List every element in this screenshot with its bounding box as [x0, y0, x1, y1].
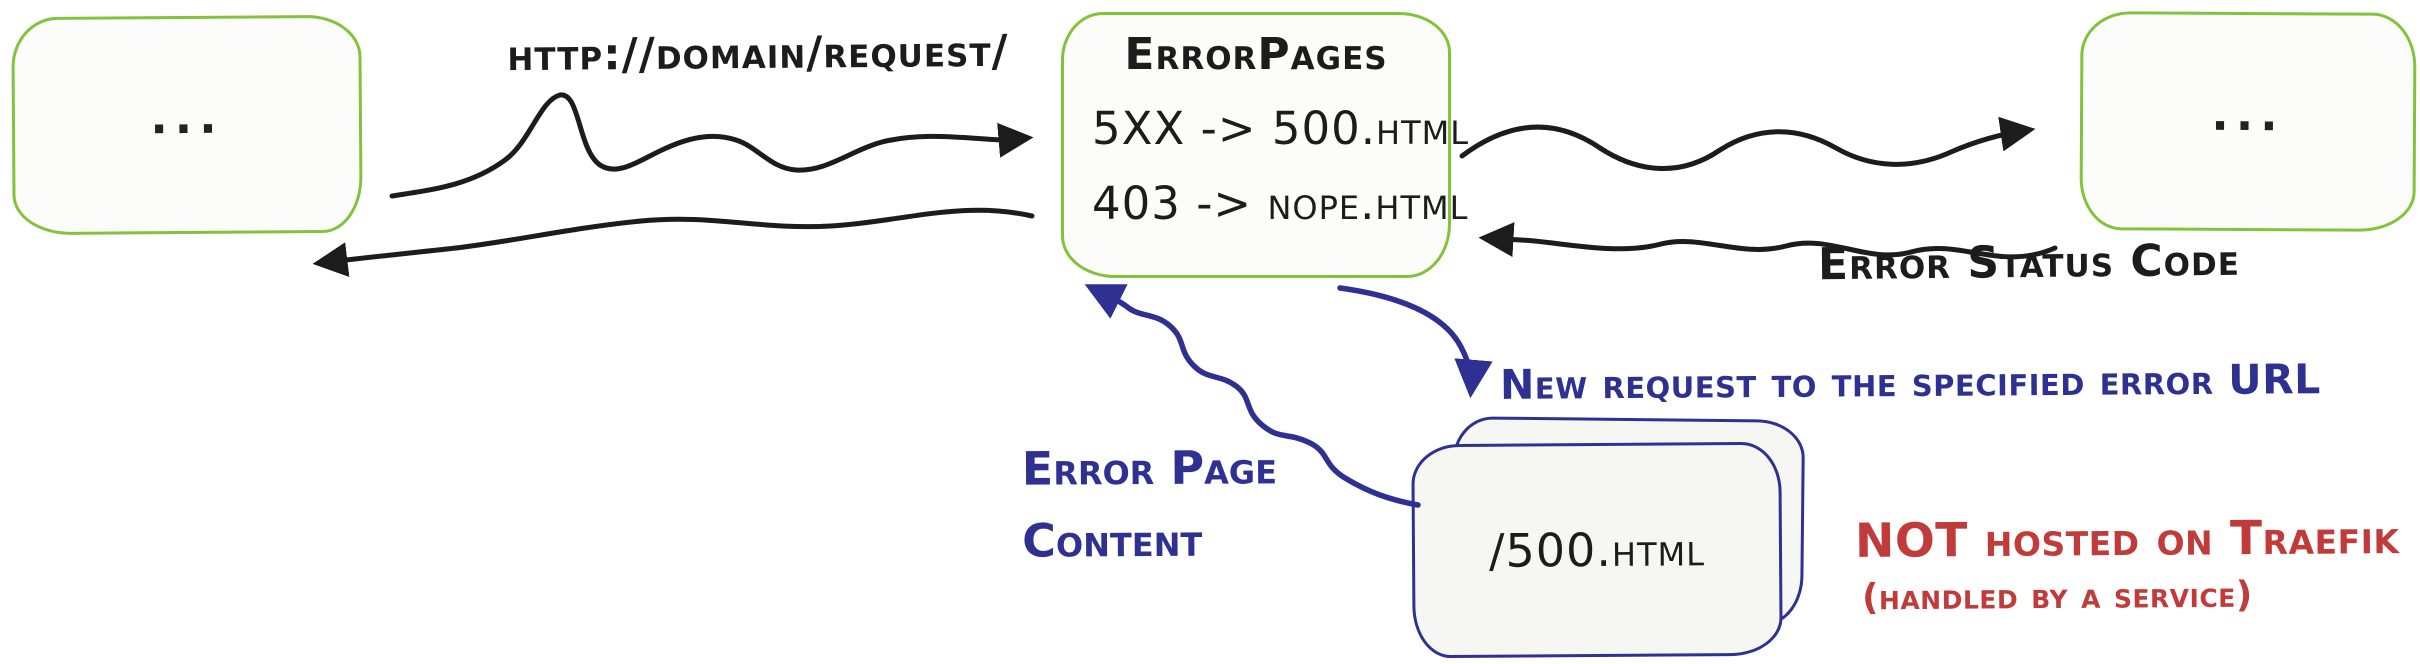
right-service-box: ...	[2079, 11, 2417, 232]
request-url-label: http://domain/request/	[507, 25, 1009, 82]
left-service-label: ...	[150, 89, 224, 145]
right-service-label: ...	[2211, 86, 2285, 141]
new-request-arrow	[1337, 285, 1493, 399]
error-page-content-label: Error Page Content	[1022, 431, 1278, 576]
error-pages-box: ErrorPages 5XX -> 500.html 403 -> nope.h…	[1061, 12, 1470, 278]
forward-arrow	[1459, 116, 2036, 171]
error-rule-5xx: 5XX -> 500.html	[1092, 102, 1470, 155]
error-page-filename: /500.html	[1488, 522, 1706, 578]
left-service-box: ...	[11, 14, 363, 236]
handled-by-service-label: (handled by a service)	[1861, 574, 2253, 619]
error-pages-title: ErrorPages	[1124, 29, 1388, 80]
not-hosted-label: NOT hosted on Traefik	[1854, 510, 2400, 569]
request-arrow	[389, 92, 1034, 199]
error-page-front-card: /500.html	[1411, 441, 1783, 659]
error-page-content-line1: Error Page	[1021, 440, 1278, 496]
new-request-label: New request to the specified error URL	[1499, 355, 2321, 409]
error-status-code-label: Error Status Code	[1817, 234, 2241, 291]
error-rule-403: 403 -> nope.html	[1092, 177, 1469, 230]
response-arrow	[312, 207, 1035, 278]
error-page-content-line2: Content	[1022, 512, 1203, 568]
